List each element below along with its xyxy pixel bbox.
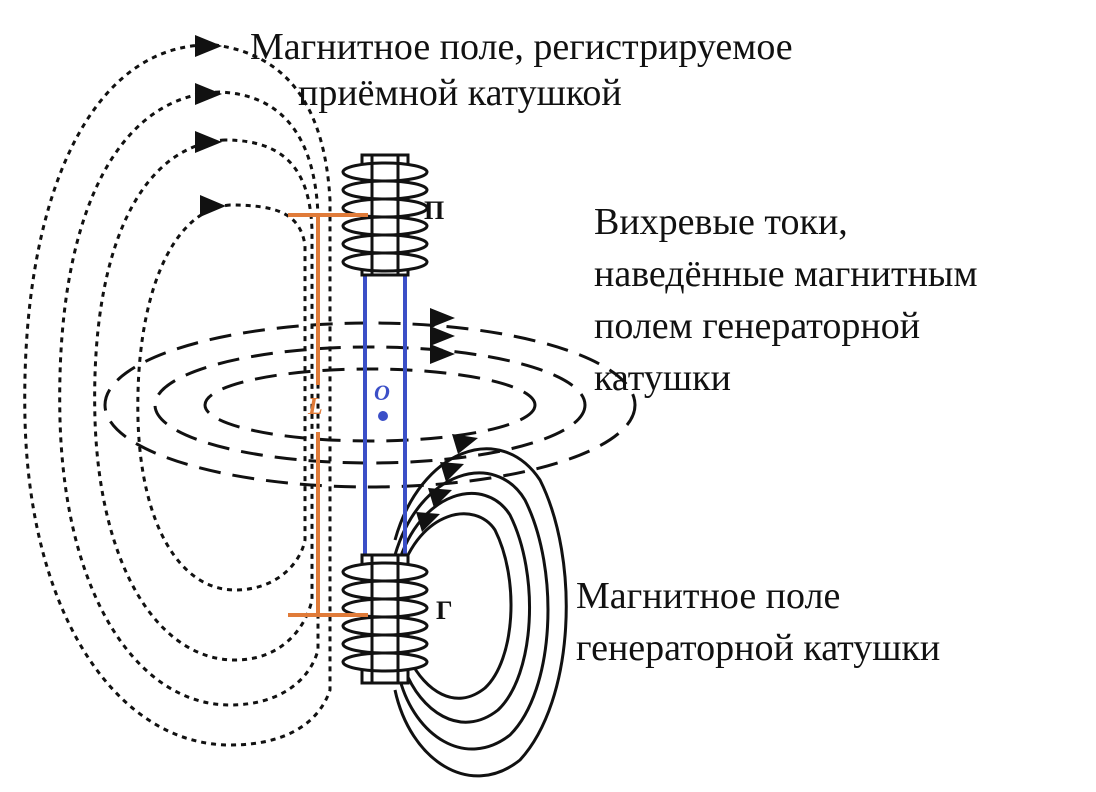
- receiver-coil-letter: П: [424, 196, 445, 225]
- field-arrow: [452, 434, 478, 454]
- length-label: L: [308, 394, 323, 420]
- field-arrow: [195, 35, 222, 57]
- eddy-ring-2: [153, 345, 587, 465]
- generator-field-loop-4: [398, 512, 513, 700]
- eddy-label-line3: полем генераторной: [594, 305, 921, 347]
- generator-field-label-line1: Магнитное поле: [576, 575, 841, 617]
- receiver-field-arrows: [195, 35, 226, 217]
- eddy-current-rings: [103, 321, 637, 489]
- coil-turn: [341, 651, 429, 673]
- generator-field-label: Магнитное поле генераторной катушки: [576, 570, 940, 674]
- field-arrow: [195, 83, 222, 105]
- probe-body: [363, 275, 407, 555]
- coil-turn: [341, 179, 429, 201]
- receiver-coil: [341, 153, 429, 277]
- generator-field-loop-2: [393, 471, 550, 751]
- receiver-field-loop-2: [58, 90, 320, 707]
- generator-coil: [341, 553, 429, 685]
- receiver-field-label-line2: приёмной катушкой: [298, 72, 622, 114]
- eddy-ring-1: [103, 321, 637, 489]
- field-arrow: [200, 195, 226, 217]
- eddy-current-arrows: [430, 308, 455, 364]
- length-dimension: [288, 213, 368, 617]
- receiver-field-loop-1: [23, 43, 332, 747]
- eddy-arrow: [430, 308, 455, 328]
- receiver-field-loop-4: [136, 203, 307, 592]
- field-arrow: [428, 488, 452, 508]
- field-arrow: [416, 512, 440, 532]
- coil-turn: [341, 215, 429, 237]
- eddy-label-line4: катушки: [594, 357, 731, 399]
- generator-field-arrows: [416, 434, 478, 532]
- generator-field-lines: [393, 447, 568, 778]
- coil-turn: [341, 161, 429, 183]
- eddy-arrow: [430, 344, 455, 364]
- coil-turn: [341, 561, 429, 583]
- coil-turn: [341, 615, 429, 637]
- eddy-currents-label: Вихревые токи, наведённые магнитным поле…: [594, 196, 978, 404]
- receiver-field-loop-3: [93, 138, 314, 662]
- coil-turn: [341, 233, 429, 255]
- field-arrow: [440, 462, 464, 482]
- coil-turn: [341, 579, 429, 601]
- center-label: O: [374, 380, 390, 405]
- eddy-ring-3: [203, 367, 537, 443]
- field-arrow: [195, 131, 222, 153]
- generator-field-label-line2: генераторной катушки: [576, 627, 941, 669]
- generator-field-loop-3: [396, 491, 531, 724]
- generator-field-loop-1: [393, 447, 568, 778]
- receiver-field-lines: [23, 43, 332, 747]
- generator-coil-letter: Г: [436, 596, 453, 625]
- coil-turn: [341, 251, 429, 273]
- coil-turn: [341, 633, 429, 655]
- receiver-field-label: Магнитное поле, регистрируемое приёмной …: [250, 24, 793, 116]
- eddy-label-line1: Вихревые токи,: [594, 201, 848, 243]
- eddy-arrow: [430, 326, 455, 346]
- eddy-label-line2: наведённые магнитным: [594, 253, 978, 295]
- center-point: [378, 411, 388, 421]
- receiver-field-label-line1: Магнитное поле, регистрируемое: [250, 26, 793, 68]
